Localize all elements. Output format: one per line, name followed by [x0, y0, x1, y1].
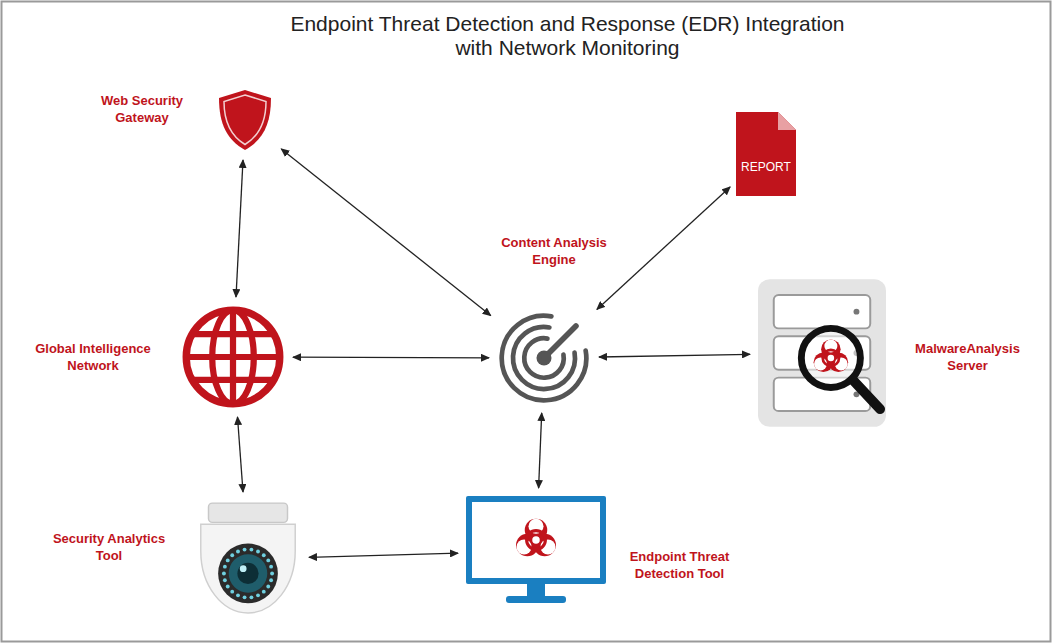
node-label: Endpoint Threat Detection Tool [612, 548, 747, 582]
node-label: Security Analytics Tool [40, 530, 178, 564]
connector-arrow [597, 187, 730, 309]
connector-arrow [309, 553, 458, 557]
connector-arrow [293, 357, 489, 359]
report-node: REPORT [736, 112, 796, 196]
connector-arrow [281, 149, 490, 316]
radar-icon [497, 311, 591, 405]
connector-arrow [539, 413, 542, 488]
monitor-icon [466, 496, 606, 606]
globe-icon [181, 305, 285, 409]
node-label: MalwareAnalysis Server [905, 340, 1030, 374]
camera-node: Security Analytics Tool [195, 500, 301, 618]
server-icon [758, 278, 886, 428]
node-label: Global Intelligence Network [18, 340, 168, 374]
diagram-title: Endpoint Threat Detection and Response (… [281, 12, 854, 60]
shield-icon [215, 88, 275, 152]
server-node: MalwareAnalysis Server [758, 278, 886, 428]
report-icon [736, 112, 796, 196]
shield-node: Web Security Gateway [215, 88, 275, 152]
monitor-node: Endpoint Threat Detection Tool [466, 496, 606, 606]
connector-arrow [236, 160, 243, 297]
connector-arrow [238, 417, 244, 492]
node-label: Web Security Gateway [82, 92, 202, 126]
connector-arrow [599, 354, 750, 357]
camera-icon [195, 500, 301, 618]
report-text: REPORT [736, 160, 796, 174]
globe-node: Global Intelligence Network [181, 305, 285, 409]
node-label: Content Analysis Engine [490, 234, 618, 268]
radar-node: Content Analysis Engine [497, 311, 591, 405]
